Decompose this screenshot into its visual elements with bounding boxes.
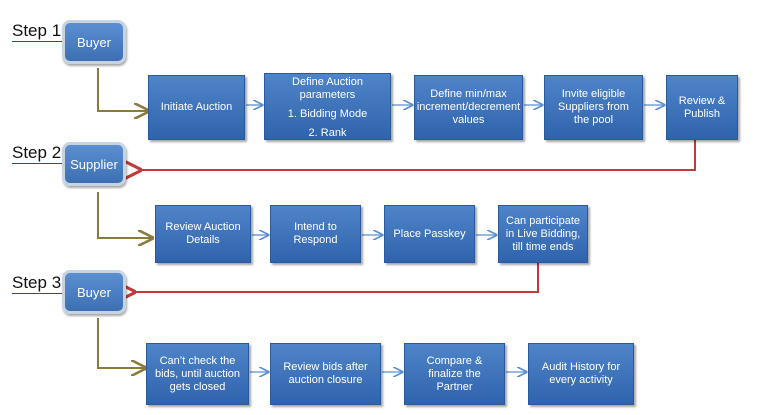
step-2-underline [12,163,62,164]
task-define-auction-parameters-title: Define Auction parameters [292,76,363,101]
connector-step2 [97,192,152,238]
step-1-underline [12,41,62,42]
step-2-label: Step 2 [12,143,62,162]
task-define-auction-parameters: Define Auction parameters 1. Bidding Mod… [264,73,391,140]
parameter-bidding-mode: 1. Bidding Mode [287,108,368,120]
step-3-underline [12,293,62,294]
task-review-bids: Review bids after auction closure [270,343,381,405]
task-compare-finalize: Compare & finalize the Partner [404,343,505,405]
task-audit-history: Audit History for every activity [528,343,634,405]
task-invite-suppliers: Invite eligible Suppliers from the pool [544,75,643,140]
return-arrow-2 [134,262,539,292]
task-place-passkey: Place Passkey [384,205,475,263]
parameter-rank: 2. Rank [308,127,347,139]
task-review-publish: Review & Publish [666,75,738,140]
connector-step1 [97,68,148,111]
role-supplier-step2: Supplier [62,142,126,186]
return-arrow-1 [140,140,696,170]
role-buyer-step3: Buyer [62,270,126,314]
step-3-label: Step 3 [12,273,62,292]
task-define-min-max: Define min/max increment/decrement value… [414,75,523,140]
task-cant-check-bids: Can’t check the bids, until auction gets… [146,343,249,405]
role-buyer-step1: Buyer [62,20,126,64]
task-initiate-auction: Initiate Auction [148,75,245,140]
task-intend-to-respond: Intend to Respond [270,205,361,263]
step-1-label: Step 1 [12,21,62,40]
task-live-bidding: Can participate in Live Bidding, till ti… [498,205,588,263]
task-review-auction-details: Review Auction Details [155,205,251,263]
connector-step3 [97,318,145,368]
